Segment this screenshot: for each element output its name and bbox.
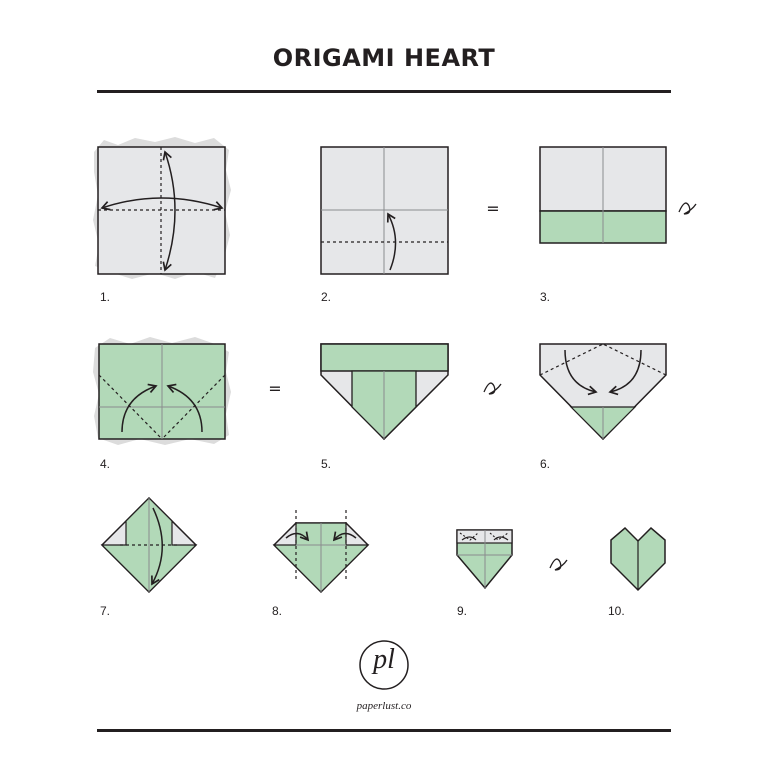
step-6-diagram [539,343,667,441]
step-2-diagram [320,146,449,275]
step-label-7: 7. [100,604,111,618]
fold-arrow-left [564,349,598,396]
step-3-diagram [539,146,697,244]
flip-over-icon [678,202,697,215]
fold-arrow-left [285,531,310,542]
step-label-9: 9. [457,604,468,618]
step-1-diagram [93,137,231,279]
step-label-6: 6. [540,457,551,471]
step-label-10: 10. [608,604,625,618]
equals-sign: = [486,199,499,218]
step-8-diagram [272,510,370,594]
fold-arrow-up [386,212,397,271]
step-label-5: 5. [321,457,332,471]
fold-arrow-horizontal [100,197,224,211]
fold-arrow-right [332,531,357,542]
brand-name: paperlust.co [356,700,412,712]
fold-line-left [98,374,163,440]
fold-arrow-right [608,349,642,396]
logo-mark: pl [373,644,395,675]
step-5-diagram [320,343,502,441]
step-label-3: 3. [540,290,551,304]
top-band [320,343,449,372]
page-title: ORIGAMI HEART [272,44,496,72]
flip-over-icon [483,382,502,395]
step-9-diagram [456,529,568,590]
step-label-2: 2. [321,290,332,304]
fold-line-right [161,374,226,440]
fold-arrow-vertical [162,150,176,272]
fold-arrow-left [121,383,158,433]
fold-arrow-down [151,507,163,586]
corner-fold-lines [459,532,509,541]
step-7-diagram [100,496,198,594]
bottom-divider [97,729,671,732]
step-10-diagram [610,526,666,592]
logo-circle [359,640,409,690]
flip-over-icon [549,558,568,571]
top-divider [97,90,671,93]
step-4-diagram [93,337,231,445]
step-label-4: 4. [100,457,111,471]
equals-sign: = [268,379,281,398]
step-label-8: 8. [272,604,283,618]
fold-arrow-right [166,383,203,433]
step-label-1: 1. [100,290,111,304]
corner-fold-arrows [461,536,509,541]
brand-logo [359,640,409,690]
